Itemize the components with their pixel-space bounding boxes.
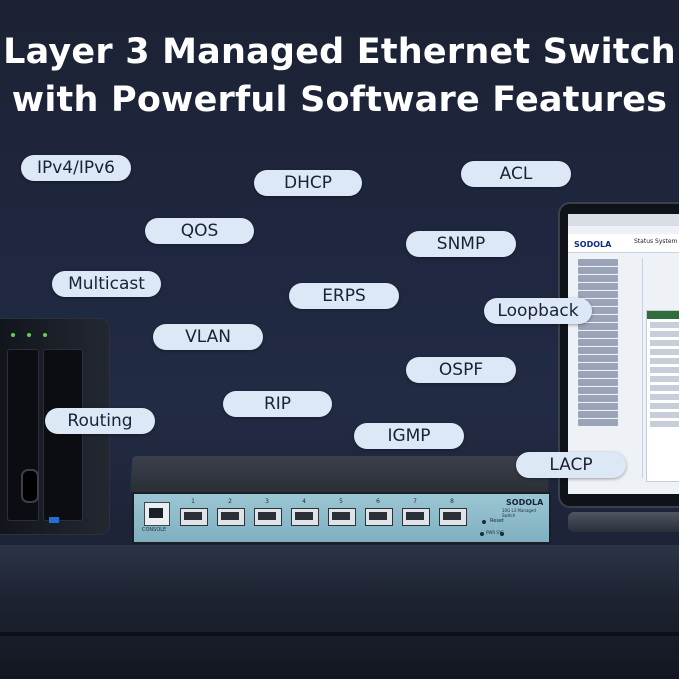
- web-ui-header: [568, 234, 679, 253]
- nas-audio-port: [21, 469, 39, 503]
- switch-front-panel: CONSOLE 1 2 3 4 5 6 7 8 SODOLA 10G L3 Ma…: [132, 492, 551, 544]
- sfp-port: [217, 508, 245, 526]
- feature-pill-multicast: Multicast: [52, 271, 161, 297]
- feature-pill-acl: ACL: [461, 161, 571, 187]
- feature-pill-routing: Routing: [45, 408, 155, 434]
- sfp-port: [439, 508, 467, 526]
- port-number: 7: [413, 498, 417, 505]
- browser-bar: [568, 214, 679, 226]
- pwr-sys-label: PWR SYS: [486, 530, 504, 535]
- feature-pill-ipv4-ipv6: IPv4/IPv6: [21, 155, 131, 181]
- web-ui-sidebar: [572, 258, 643, 478]
- feature-pill-vlan: VLAN: [153, 324, 263, 350]
- desk-edge: [0, 632, 679, 636]
- port-number: 8: [450, 498, 454, 505]
- feature-pill-lacp: LACP: [516, 452, 626, 478]
- sfp-port: [402, 508, 430, 526]
- web-ui-tabs: Status System: [634, 238, 678, 245]
- feature-pill-snmp: SNMP: [406, 231, 516, 257]
- headline-line-1: Layer 3 Managed Ethernet Switch: [3, 32, 676, 72]
- console-label: CONSOLE: [142, 527, 167, 533]
- web-ui-info-panel: [646, 310, 679, 482]
- nas-led: [43, 333, 47, 337]
- port-number: 5: [339, 498, 343, 505]
- sys-led: [500, 532, 504, 536]
- nas-led: [27, 333, 31, 337]
- sfp-port: [365, 508, 393, 526]
- nas-usb-port: [49, 517, 59, 523]
- port-number: 6: [376, 498, 380, 505]
- port-number: 3: [265, 498, 269, 505]
- reset-label: Reset: [490, 518, 504, 524]
- feature-pill-ospf: OSPF: [406, 357, 516, 383]
- feature-pill-qos: QOS: [145, 218, 254, 244]
- sfp-port: [180, 508, 208, 526]
- feature-pill-erps: ERPS: [289, 283, 399, 309]
- laptop-base: [568, 512, 679, 532]
- desk-surface: [0, 545, 679, 679]
- headline: Layer 3 Managed Ethernet Switch with Pow…: [0, 28, 679, 124]
- feature-pill-loopback: Loopback: [484, 298, 592, 324]
- feature-pill-igmp: IGMP: [354, 423, 464, 449]
- sfp-port: [291, 508, 319, 526]
- switch-top-panel: [130, 456, 551, 492]
- pwr-led: [480, 532, 484, 536]
- switch-model-label: 10G L3 Managed Switch: [502, 508, 536, 518]
- laptop-display: SODOLA Status System: [568, 214, 679, 494]
- nas-led: [11, 333, 15, 337]
- sfp-port: [254, 508, 282, 526]
- console-port: [144, 502, 170, 526]
- port-number: 2: [228, 498, 232, 505]
- port-number: 4: [302, 498, 306, 505]
- reset-button: [482, 520, 486, 524]
- nas-drive-bay-2: [43, 349, 83, 521]
- feature-pill-rip: RIP: [223, 391, 332, 417]
- sfp-port: [328, 508, 356, 526]
- switch-brand-logo: SODOLA: [506, 498, 544, 507]
- port-number: 1: [191, 498, 195, 505]
- headline-line-2: with Powerful Software Features: [11, 80, 668, 120]
- feature-pill-dhcp: DHCP: [254, 170, 362, 196]
- laptop-brand-logo: SODOLA: [574, 240, 612, 249]
